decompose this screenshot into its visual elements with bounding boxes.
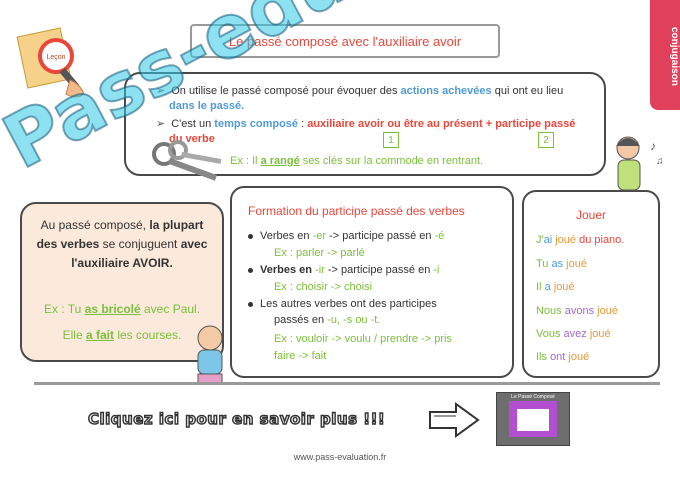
arrow-right-icon[interactable] — [428, 402, 482, 438]
marker-2: 2 — [538, 132, 554, 148]
formation-example-ir: Ex : choisir -> choisi — [274, 281, 373, 293]
svg-text:♫: ♫ — [656, 156, 664, 167]
category-label: conjugaison — [669, 26, 680, 86]
girl-singing-icon: ♪ ♫ — [616, 136, 664, 191]
formation-item-ir: Verbes en -ir -> participe passé en -i — [248, 262, 439, 278]
formation-item-er: Verbes en -er -> participe passé en -é — [248, 228, 444, 244]
conjugation-row: Nous avons joué — [536, 305, 618, 317]
participle-formation-box: Formation du participe passé des verbes … — [230, 186, 514, 378]
conjugation-row: Il a joué — [536, 281, 575, 293]
formation-example-other-1: Ex : vouloir -> voulu / prendre -> pris — [274, 333, 452, 345]
avoir-rule-box: Au passé composé, la plupart des verbes … — [20, 202, 224, 362]
conjugation-row: Ils ont joué — [536, 351, 590, 363]
formation-item-other: Les autres verbes ont des participes — [248, 296, 437, 312]
formation-item-other-2: passés en -u, -s ou -t. — [274, 314, 381, 326]
divider — [34, 382, 660, 385]
formation-title: Formation du participe passé des verbes — [248, 204, 465, 218]
bullet-icon — [248, 234, 253, 239]
child-painting-icon — [197, 325, 223, 385]
category-tab: conjugaison — [650, 0, 680, 110]
conjugation-row: Tu as joué — [536, 258, 587, 270]
intro-line-1: ➢On utilise le passé composé pour évoque… — [156, 85, 564, 97]
intro-example: Ex : Il a rangé ses clés sur la commode … — [230, 155, 484, 167]
arrow-icon: ➢ — [156, 85, 166, 97]
bullet-icon — [248, 268, 253, 273]
bullet-icon — [248, 302, 253, 307]
marker-1: 1 — [383, 132, 399, 148]
arrow-icon: ➢ — [156, 118, 166, 130]
intro-line-1b: dans le passé. — [169, 100, 245, 112]
more-info-link[interactable]: Cliquez ici pour en savoir plus !!! — [87, 409, 386, 428]
lesson-magnifier-icon: Leçon — [16, 27, 85, 98]
lesson-thumbnail[interactable]: Le Passé Composé — [496, 392, 570, 446]
avoir-rule-text: Au passé composé, la plupart des verbes … — [36, 218, 208, 270]
svg-text:Leçon: Leçon — [46, 54, 65, 61]
formation-example-er: Ex : parler -> parlé — [274, 247, 365, 259]
thumbnail-paper — [517, 409, 549, 431]
conjugation-row: J'ai joué du piano. — [536, 234, 625, 246]
conjugation-box: Jouer J'ai joué du piano. Tu as joué Il … — [522, 190, 660, 378]
footer-url[interactable]: www.pass-evaluation.fr — [293, 452, 387, 462]
intro-line-2: ➢C'est un temps composé : auxiliaire avo… — [156, 118, 576, 130]
thumbnail-cover — [509, 401, 557, 437]
conjugation-row: Vous avez joué — [536, 328, 611, 340]
formation-example-other-2: faire -> fait — [274, 350, 327, 362]
avoir-example-2: Elle a fait les courses. — [62, 328, 182, 342]
conjugation-verb: Jouer — [575, 208, 607, 222]
lesson-title-box: Le passé composé avec l'auxiliaire avoir — [190, 24, 500, 58]
lesson-title: Le passé composé avec l'auxiliaire avoir — [228, 33, 462, 49]
svg-text:♪: ♪ — [650, 139, 656, 153]
avoir-example-1: Ex : Tu as bricolé avec Paul. — [43, 302, 201, 316]
thumbnail-label: Le Passé Composé — [511, 394, 555, 400]
keys-icon — [152, 140, 222, 181]
